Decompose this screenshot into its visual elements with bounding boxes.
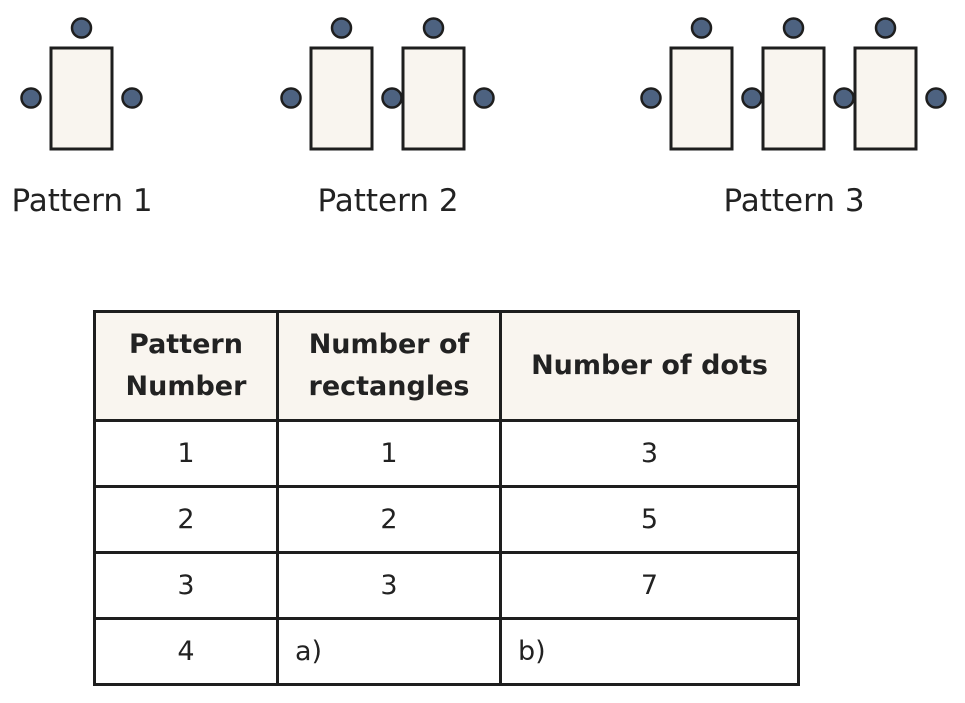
pattern-3-top-dot: [874, 17, 897, 39]
cell-dots: 5: [499, 485, 800, 554]
header-pattern-line1: Pattern: [129, 329, 243, 360]
answer-cell-b: b): [499, 617, 800, 686]
pattern-3-side-dot: [925, 87, 947, 109]
header-pattern-line2: Number: [125, 371, 247, 402]
pattern-3-label: Pattern 3: [723, 183, 865, 219]
pattern-3-rectangle: [669, 46, 734, 151]
cell-pattern-number: 4: [93, 617, 279, 686]
cell-dots: 3: [499, 419, 800, 488]
pattern-3-rectangle: [853, 46, 918, 151]
pattern-3-side-dot: [833, 87, 855, 109]
header-rect-line1: Number of: [308, 329, 470, 360]
table-header-row: Pattern Number Number of rectangles Numb…: [93, 310, 800, 422]
cell-pattern-number: 3: [93, 551, 279, 620]
pattern-2-rectangle: [401, 46, 466, 151]
pattern-3-top-dot: [782, 17, 805, 39]
pattern-2-top-dot: [422, 17, 445, 39]
pattern-table: Pattern Number Number of rectangles Numb…: [93, 310, 800, 686]
pattern-1-top-dot: [70, 17, 93, 39]
pattern-2-side-dot: [381, 87, 403, 109]
pattern-diagrams: Pattern 1 Pattern 2 Pattern 3: [0, 0, 965, 240]
header-number-of-rectangles: Number of rectangles: [276, 310, 502, 422]
pattern-2-side-dot: [280, 87, 302, 109]
pattern-3-rectangle: [761, 46, 826, 151]
pattern-1-label: Pattern 1: [11, 183, 153, 219]
pattern-1-side-dot: [20, 87, 42, 109]
cell-rectangles: 3: [276, 551, 502, 620]
cell-pattern-number: 2: [93, 485, 279, 554]
pattern-2-top-dot: [330, 17, 353, 39]
table-row: 1 1 3: [93, 419, 800, 488]
pattern-2-side-dot: [473, 87, 495, 109]
pattern-1-rectangle: [49, 46, 114, 151]
pattern-2-rectangle: [309, 46, 374, 151]
header-pattern-number: Pattern Number: [93, 310, 279, 422]
cell-pattern-number: 1: [93, 419, 279, 488]
pattern-3-side-dot: [741, 87, 763, 109]
cell-rectangles: 1: [276, 419, 502, 488]
answer-cell-a: a): [276, 617, 502, 686]
pattern-figures: [20, 17, 947, 151]
header-number-of-dots: Number of dots: [499, 310, 800, 422]
cell-dots: 7: [499, 551, 800, 620]
header-rect-line2: rectangles: [308, 371, 470, 402]
pattern-1-side-dot: [121, 87, 143, 109]
table-row: 4 a) b): [93, 617, 800, 686]
table-row: 2 2 5: [93, 485, 800, 554]
pattern-3-side-dot: [640, 87, 662, 109]
cell-rectangles: 2: [276, 485, 502, 554]
table-row: 3 3 7: [93, 551, 800, 620]
pattern-3-top-dot: [690, 17, 713, 39]
pattern-2-label: Pattern 2: [317, 183, 459, 219]
